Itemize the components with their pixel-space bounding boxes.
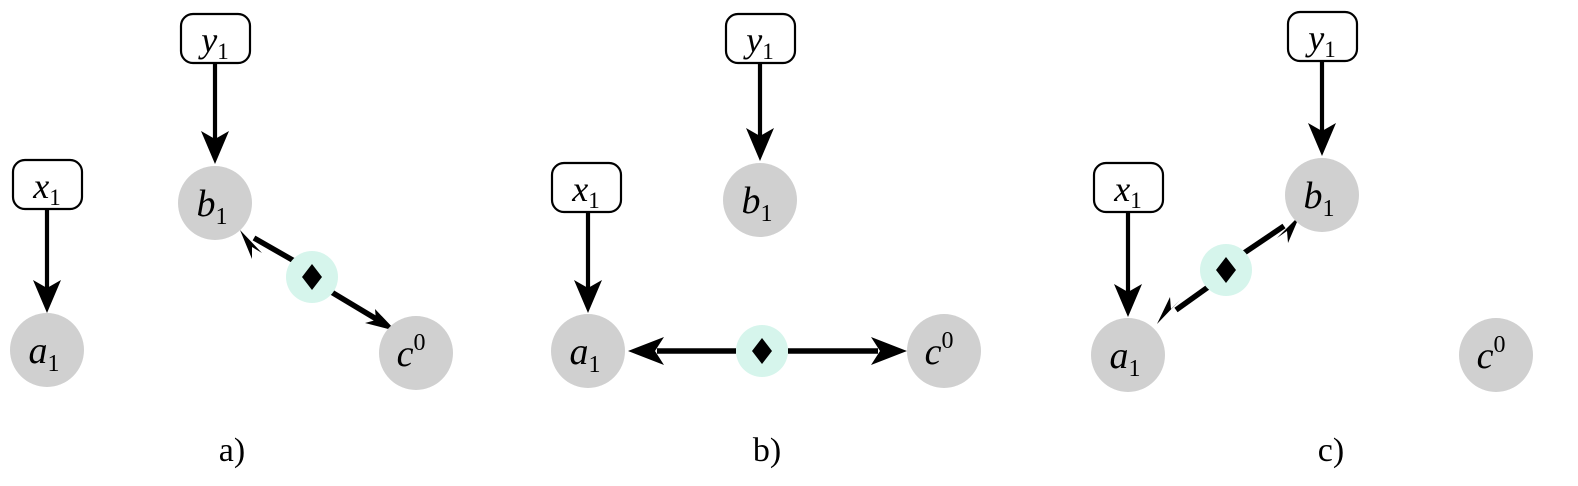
node-a1-panel-b[interactable]: a1	[551, 314, 625, 388]
node-label-x1: x1	[571, 169, 599, 213]
edge-mechanism-to-c0-panel-b	[788, 337, 907, 365]
node-y1-panel-b[interactable]: y1	[724, 12, 797, 65]
latent-circle-shape	[1091, 318, 1165, 392]
node-label-y1: y1	[198, 20, 228, 64]
arrow-head-icon	[1308, 123, 1336, 156]
node-c0-panel-c[interactable]: c0	[1459, 318, 1533, 392]
node-mechanism-panel-c[interactable]	[1200, 244, 1252, 296]
edge-line	[326, 287, 380, 323]
node-label-a1: a1	[1110, 335, 1141, 382]
arrow-head-icon	[1277, 215, 1300, 243]
node-label-x1: x1	[32, 166, 60, 210]
node-label-c0: c0	[397, 330, 426, 375]
panel-caption-b: b)	[753, 432, 781, 469]
node-label-b1: b1	[742, 180, 773, 227]
panel-b: x1 y1 a1 b1 c0	[550, 12, 981, 469]
node-label-c0: c0	[1477, 332, 1506, 377]
edge-mechanism-to-b1-panel-a	[240, 230, 298, 265]
node-mechanism-panel-a[interactable]	[286, 251, 338, 303]
node-b1-panel-a[interactable]: b1	[178, 166, 252, 240]
arrow-head-icon	[574, 280, 602, 313]
latent-circle-shape	[1459, 318, 1533, 392]
node-label-a1: a1	[570, 331, 601, 378]
diamond-icon	[1216, 257, 1236, 283]
node-label-x1: x1	[1113, 169, 1141, 213]
arrow-head-icon	[746, 128, 774, 161]
arrow-head-icon	[1157, 297, 1180, 324]
diamond-icon	[752, 338, 772, 364]
arrow-head-icon	[201, 131, 229, 164]
edge-mechanism-to-a1-panel-b	[628, 337, 736, 365]
observed-box-shape	[550, 161, 623, 214]
arrow-head-icon	[628, 337, 664, 365]
panel-caption-a: a)	[219, 432, 245, 469]
edge-y1-to-b1-panel-c	[1308, 60, 1336, 156]
edge-x1-to-a1-panel-b	[574, 212, 602, 313]
node-label-a1: a1	[29, 330, 60, 377]
arrow-head-icon	[1114, 284, 1142, 317]
node-label-b1: b1	[197, 183, 228, 230]
arrow-head-icon	[33, 280, 61, 313]
observed-box-shape	[1286, 10, 1359, 63]
diamond-icon	[302, 264, 322, 290]
edge-y1-to-b1-panel-b	[746, 62, 774, 161]
edge-x1-to-a1-panel-c	[1114, 212, 1142, 317]
node-a1-panel-a[interactable]: a1	[10, 313, 84, 387]
latent-circle-shape	[379, 316, 453, 390]
node-b1-panel-c[interactable]: b1	[1285, 158, 1359, 232]
node-label-c0: c0	[925, 328, 954, 373]
arrow-head-icon	[871, 337, 907, 365]
node-y1-panel-c[interactable]: y1	[1286, 10, 1359, 63]
arrow-head-icon	[365, 309, 396, 331]
edge-line	[1239, 223, 1286, 258]
edge-x1-to-a1-panel-a	[33, 208, 61, 313]
node-a1-panel-c[interactable]: a1	[1091, 318, 1165, 392]
edge-mechanism-to-a1-panel-c	[1157, 282, 1213, 324]
node-label-y1: y1	[1305, 18, 1335, 62]
node-x1-panel-a[interactable]: x1	[11, 158, 84, 211]
latent-circle-shape	[1285, 158, 1359, 232]
latent-circle-shape	[178, 166, 252, 240]
node-x1-panel-c[interactable]: x1	[1092, 161, 1165, 214]
panel-c: x1 y1 a1 b1 c0	[1091, 10, 1533, 469]
node-mechanism-panel-b[interactable]	[736, 325, 788, 377]
observed-box-shape	[11, 158, 84, 211]
observed-box-shape	[179, 12, 252, 65]
panel-caption-c: c)	[1318, 432, 1344, 469]
observed-box-shape	[724, 12, 797, 65]
node-y1-panel-a[interactable]: y1	[179, 12, 252, 65]
latent-circle-shape	[907, 314, 981, 388]
node-c0-panel-a[interactable]: c0	[379, 316, 453, 390]
latent-circle-shape	[10, 313, 84, 387]
edge-mechanism-to-c0-panel-a	[326, 287, 396, 331]
node-label-y1: y1	[743, 20, 773, 64]
panel-a: x1 y1 a1 b1 c0	[10, 12, 453, 469]
arrow-head-icon	[240, 230, 262, 259]
latent-circle-shape	[723, 163, 797, 237]
observed-box-shape	[1092, 161, 1165, 214]
edge-line	[1174, 282, 1213, 313]
node-label-b1: b1	[1304, 175, 1335, 222]
node-x1-panel-b[interactable]: x1	[550, 161, 623, 214]
edge-y1-to-b1-panel-a	[201, 62, 229, 164]
node-c0-panel-b[interactable]: c0	[907, 314, 981, 388]
edge-mechanism-to-b1-panel-c	[1239, 215, 1300, 258]
node-b1-panel-b[interactable]: b1	[723, 163, 797, 237]
latent-circle-shape	[551, 314, 625, 388]
edge-line	[252, 235, 298, 265]
